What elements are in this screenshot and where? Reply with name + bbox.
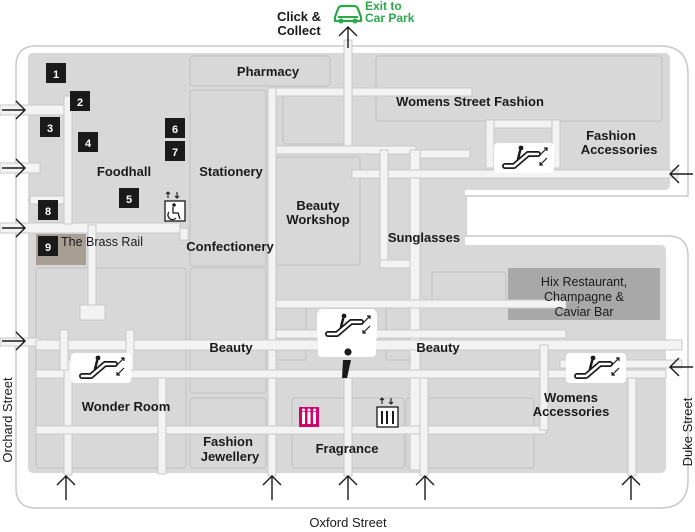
escalator-icon (494, 143, 554, 173)
number-label: 3 (47, 123, 53, 135)
click-collect-label-line1: Click & (277, 9, 321, 24)
oxford-street-label: Oxford Street (309, 515, 387, 530)
entrance-arrow-icon (2, 331, 26, 351)
entrance-arrow-icon (338, 26, 358, 48)
brass-rail-label: The Brass Rail (61, 235, 143, 249)
womens-accessories-label-line2: Accessories (533, 404, 610, 419)
orchard-street-label: Orchard Street (0, 377, 15, 463)
hix-label-line1: Hix Restaurant, (541, 275, 627, 289)
number-box-5: 5 (119, 188, 139, 208)
number-box-2: 2 (70, 91, 90, 111)
escalator-icon (566, 353, 626, 383)
duke-street-label: Duke Street (680, 397, 695, 466)
fashion-accessories-label-line1: Fashion (586, 128, 636, 143)
entrance-arrows (2, 26, 693, 500)
number-box-9: 9 (38, 236, 58, 256)
number-label: 8 (45, 206, 51, 218)
hix-label-line3: Caviar Bar (554, 305, 613, 319)
escalator-icon (71, 353, 131, 383)
number-label: 1 (53, 69, 59, 81)
fashion-jewellery-label-line1: Fashion (203, 434, 253, 449)
womens-accessories-label-line1: Womens (544, 390, 598, 405)
fashion-jewellery-label-line2: Jewellery (201, 449, 260, 464)
hix-label-line2: Champagne & (544, 290, 625, 304)
information-icon (342, 348, 352, 378)
car-park-label-line2: Car Park (365, 11, 415, 25)
number-box-1: 1 (46, 63, 66, 83)
number-box-4: 4 (78, 132, 98, 152)
number-label: 7 (172, 147, 178, 159)
entrance-arrow-icon (2, 218, 26, 238)
fashion-accessories-label-line2: Accessories (581, 142, 658, 157)
toilets-icon (299, 407, 319, 427)
entrance-arrow-icon (338, 475, 358, 500)
number-label: 2 (77, 97, 83, 109)
hix-restaurant-area (508, 268, 660, 320)
beauty-workshop-label-line1: Beauty (296, 198, 340, 213)
number-box-7: 7 (165, 141, 185, 161)
entrance-arrow-icon (2, 158, 26, 178)
entrance-arrow-icon (2, 100, 26, 120)
entrance-arrow-icon (621, 475, 641, 500)
entrance-arrow-icon (669, 164, 693, 184)
entrance-arrow-icon (415, 475, 435, 500)
number-label: 5 (126, 194, 132, 206)
foodhall-label: Foodhall (97, 164, 151, 179)
number-boxes: 1 2 3 4 5 6 7 8 9 (38, 63, 185, 256)
stationery-label: Stationery (199, 164, 263, 179)
entrance-arrow-icon (669, 357, 693, 377)
pharmacy-label: Pharmacy (237, 64, 300, 79)
car-icon (333, 4, 363, 24)
beauty-right-label: Beauty (416, 340, 460, 355)
beauty-workshop-label-line2: Workshop (286, 212, 349, 227)
number-box-8: 8 (38, 200, 58, 220)
number-box-3: 3 (40, 117, 60, 137)
entrance-arrow-icon (56, 475, 76, 500)
click-collect-label-line2: Collect (277, 23, 321, 38)
number-label: 4 (85, 138, 92, 150)
information-point (317, 309, 377, 357)
beauty-left-label: Beauty (209, 340, 253, 355)
accessible-lift-icon (164, 191, 186, 222)
number-box-6: 6 (165, 118, 185, 138)
number-label: 6 (172, 124, 178, 136)
sunglasses-label: Sunglasses (388, 230, 460, 245)
car-park-label-line1: Exit to (365, 0, 402, 13)
lift-icon (376, 397, 399, 428)
wonder-room-label: Wonder Room (82, 399, 171, 414)
number-label: 9 (45, 242, 51, 254)
fragrance-label: Fragrance (316, 441, 379, 456)
womens-street-fashion-label: Womens Street Fashion (396, 94, 544, 109)
confectionery-label: Confectionery (186, 239, 274, 254)
entrance-arrow-icon (262, 475, 282, 500)
